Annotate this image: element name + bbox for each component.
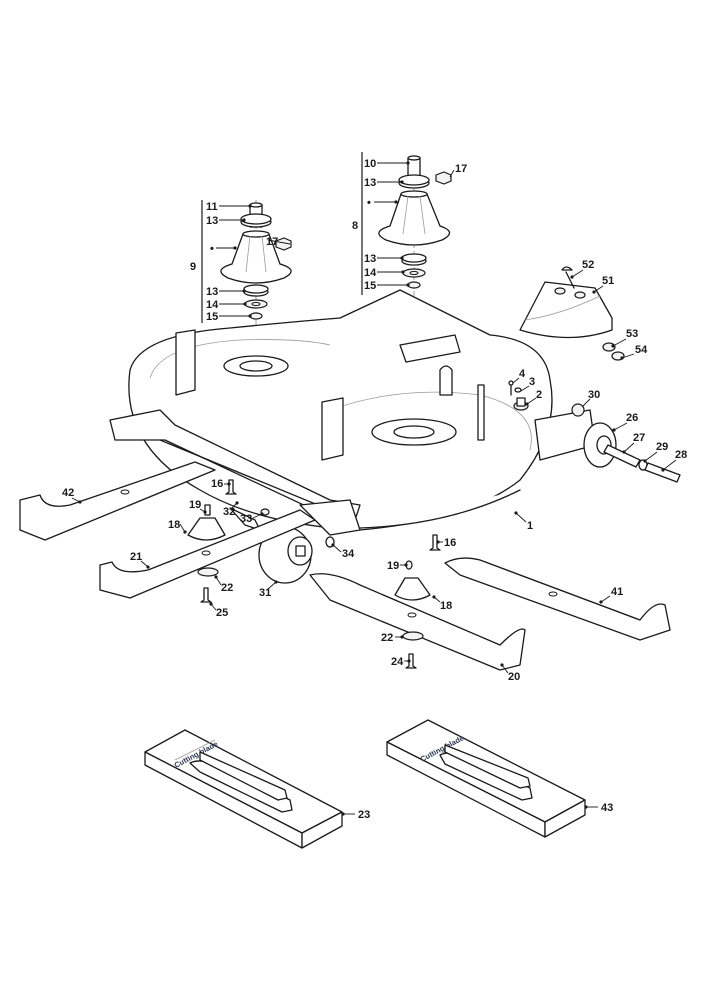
callout-43: 43 xyxy=(601,802,613,814)
callout-9: 9 xyxy=(190,261,196,273)
bolt-16-left xyxy=(225,479,237,495)
washer-22-right xyxy=(402,631,424,641)
callout-13a: 13 xyxy=(206,215,218,227)
callout-33: 33 xyxy=(240,513,252,525)
callout-19b: 19 xyxy=(387,560,399,572)
callout-17a: 17 xyxy=(266,236,278,248)
spindle-housing-8 xyxy=(378,193,451,246)
callout-13b: 13 xyxy=(206,286,218,298)
callout-14b: 14 xyxy=(364,267,377,279)
callout-10: 10 xyxy=(364,158,376,170)
nut-17-right xyxy=(435,171,452,185)
blade-kit-43: Cutting blade xyxy=(386,719,586,838)
callout-27: 27 xyxy=(633,432,645,444)
callout-41: 41 xyxy=(611,586,623,598)
callout-22a: 22 xyxy=(221,582,233,594)
callout-21: 21 xyxy=(130,551,142,563)
callout-13c: 13 xyxy=(364,177,376,189)
bolt-28 xyxy=(644,462,681,483)
callout-52: 52 xyxy=(582,259,594,271)
callout-23: 23 xyxy=(358,809,370,821)
blade-hub-left xyxy=(187,479,237,603)
washer-15-8 xyxy=(407,281,421,289)
callout-14a: 14 xyxy=(206,299,219,311)
nut-17-left xyxy=(275,237,292,251)
callout-dot-a: • xyxy=(210,243,214,255)
blade-hub-right xyxy=(394,534,441,669)
callout-18b: 18 xyxy=(440,600,452,612)
callout-1: 1 xyxy=(527,520,533,532)
callout-11: 11 xyxy=(206,201,218,213)
callout-15b: 15 xyxy=(364,280,376,292)
bolt-24 xyxy=(405,653,417,669)
fasteners-2-3-4 xyxy=(508,380,529,411)
callout-34: 34 xyxy=(342,548,355,560)
callouts: 9 11 13 • 17 13 14 15 8 10 13 • 17 13 14… xyxy=(62,158,687,821)
blade-42 xyxy=(19,461,216,541)
callout-16a: 16 xyxy=(211,478,223,490)
callout-42: 42 xyxy=(62,487,74,499)
blade-20 xyxy=(309,573,526,671)
callout-51: 51 xyxy=(602,275,614,287)
spindle-assembly-9 xyxy=(201,200,292,360)
front-wheel-assembly xyxy=(229,499,361,584)
blade-21 xyxy=(99,509,316,599)
callout-53: 53 xyxy=(626,328,638,340)
bolt-16-right xyxy=(429,534,441,551)
callout-30: 30 xyxy=(588,389,600,401)
callout-32: 32 xyxy=(223,506,235,518)
callout-16b: 16 xyxy=(444,537,456,549)
callout-29: 29 xyxy=(656,441,668,453)
callout-3: 3 xyxy=(529,376,535,388)
callout-17b: 17 xyxy=(455,163,467,175)
callout-22b: 22 xyxy=(381,632,393,644)
callout-26: 26 xyxy=(626,412,638,424)
callout-2: 2 xyxy=(536,389,542,401)
spindle-assembly-8 xyxy=(361,152,452,430)
hub-18-right xyxy=(394,577,431,601)
cutting-deck-1 xyxy=(109,289,553,531)
blade-kit-23: Cutting blade xyxy=(144,729,343,849)
washer-22-left xyxy=(197,567,219,577)
blade-41 xyxy=(444,557,671,641)
key-19-left xyxy=(204,504,211,516)
callout-15a: 15 xyxy=(206,311,218,323)
callout-19a: 19 xyxy=(189,499,201,511)
callout-31: 31 xyxy=(259,587,271,599)
knob-52 xyxy=(561,266,575,289)
callout-20: 20 xyxy=(508,671,520,683)
callout-4: 4 xyxy=(519,368,526,380)
hub-18-left xyxy=(187,517,226,541)
rear-wheel-assembly xyxy=(534,403,681,483)
callout-54: 54 xyxy=(635,344,648,356)
callout-13d: 13 xyxy=(364,253,376,265)
callout-25: 25 xyxy=(216,607,228,619)
spindle-housing-9 xyxy=(220,233,292,284)
callout-dot-b: • xyxy=(367,197,371,209)
callout-28: 28 xyxy=(675,449,687,461)
washer-15 xyxy=(249,312,263,320)
spacer-30 xyxy=(571,403,585,417)
bolt-25 xyxy=(200,587,212,603)
axle-27 xyxy=(603,444,641,468)
callout-18a: 18 xyxy=(168,519,180,531)
callout-8: 8 xyxy=(352,220,358,232)
callout-24: 24 xyxy=(391,656,404,668)
